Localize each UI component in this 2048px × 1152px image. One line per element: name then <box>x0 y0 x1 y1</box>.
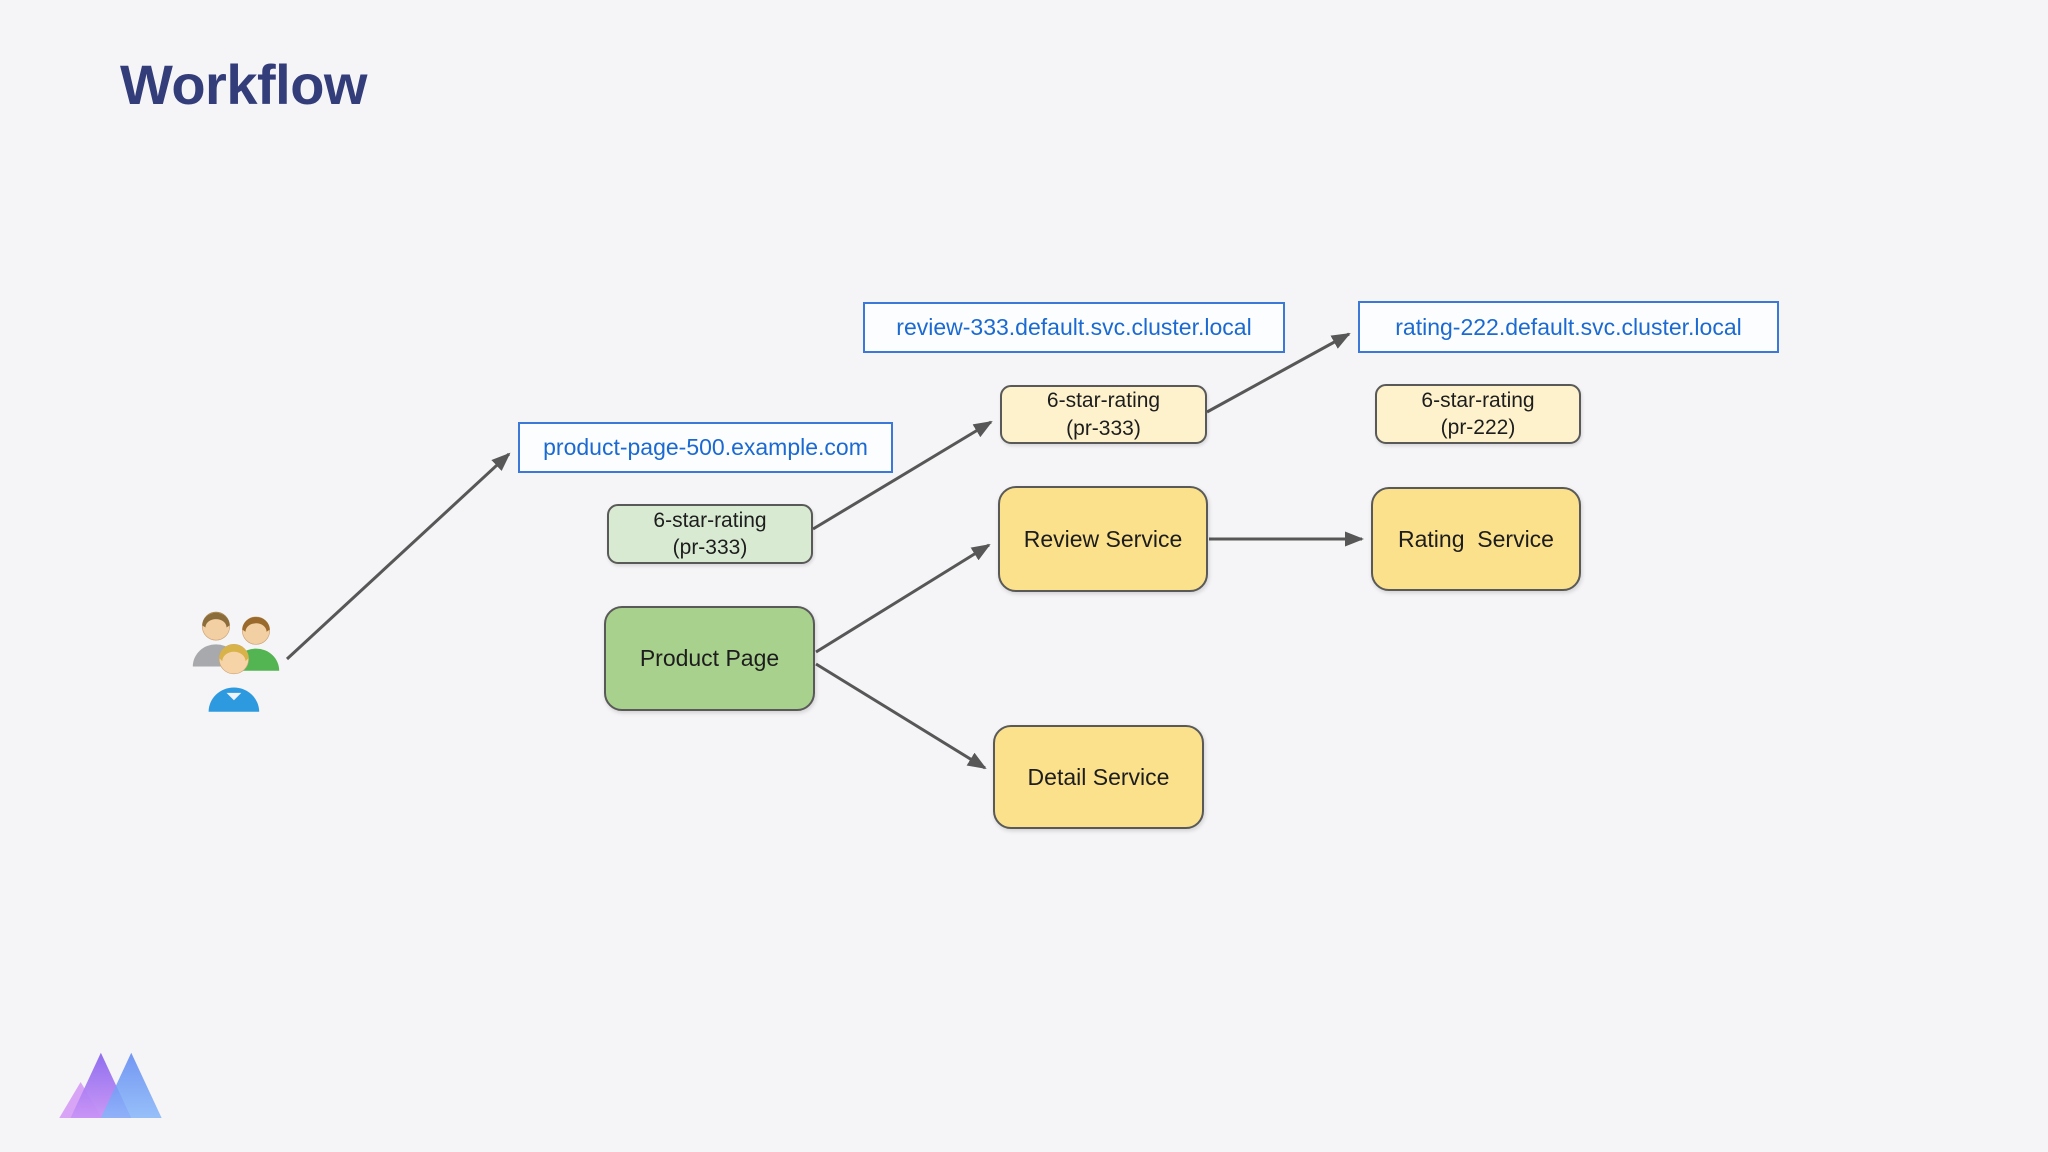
url-box-product-page: product-page-500.example.com <box>518 422 893 473</box>
url-review-label: review-333.default.svc.cluster.local <box>896 314 1252 340</box>
chip-green-line1: 6-star-rating <box>653 508 767 532</box>
chip-rating-line2: (pr-222) <box>1440 416 1516 439</box>
page-title: Workflow <box>120 53 367 116</box>
rating-service-label: Rating Service <box>1398 525 1554 552</box>
url-rating-label: rating-222.default.svc.cluster.local <box>1395 313 1742 340</box>
chip-rating-pr222: 6-star-rating (pr-222) <box>1375 384 1581 444</box>
node-detail-service: Detail Service <box>993 725 1204 829</box>
chip-green-line2: (pr-333) <box>672 536 748 559</box>
chip-green-pr333: 6-star-rating (pr-333) <box>607 504 813 564</box>
review-service-label: Review Service <box>1023 525 1183 552</box>
node-review-service: Review Service <box>998 486 1208 592</box>
users-group-icon <box>192 611 280 712</box>
arrow-productpage-to-detailservice <box>815 662 987 770</box>
arrow-productpage-to-reviewservice <box>815 543 991 654</box>
node-product-page: Product Page <box>604 606 815 711</box>
product-page-label: Product Page <box>639 645 780 671</box>
chip-review-line1: 6-star-rating <box>1046 389 1161 413</box>
chip-review-pr333: 6-star-rating (pr-333) <box>1000 385 1207 444</box>
detail-service-label: Detail Service <box>1027 763 1170 790</box>
node-rating-service: Rating Service <box>1371 487 1581 591</box>
url-box-rating: rating-222.default.svc.cluster.local <box>1358 301 1779 353</box>
arrow-users-to-product-url <box>285 452 511 661</box>
chip-review-line2: (pr-333) <box>1066 416 1141 440</box>
url-box-review: review-333.default.svc.cluster.local <box>863 302 1285 353</box>
url-product-label: product-page-500.example.com <box>543 434 868 460</box>
triangle-m-logo-icon <box>59 1052 162 1118</box>
chip-rating-line1: 6-star-rating <box>1421 388 1535 412</box>
